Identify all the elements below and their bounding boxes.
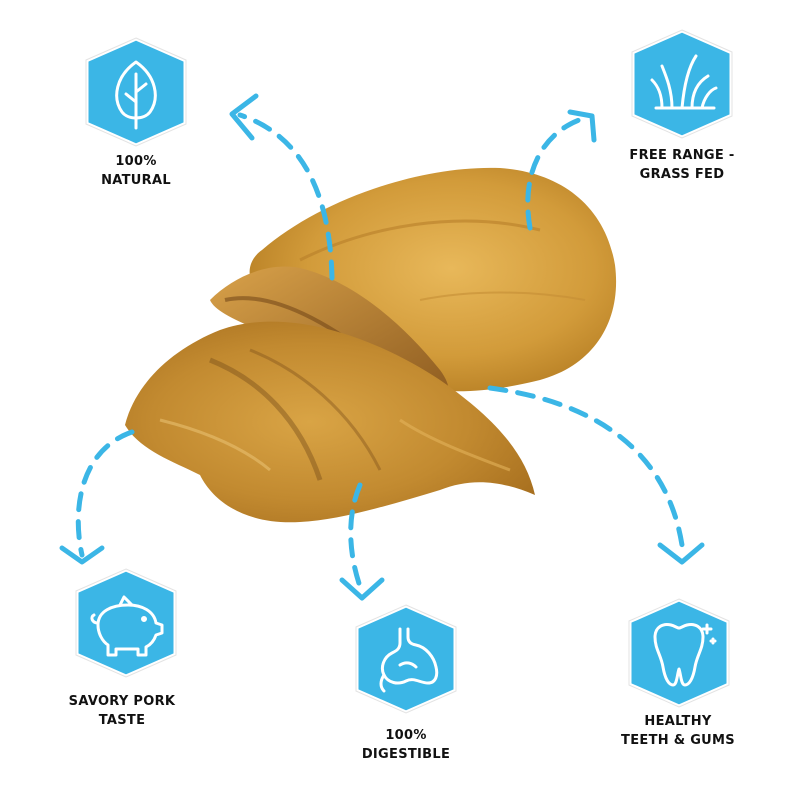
leaf-icon [115,60,157,130]
pig-icon [90,595,164,657]
arrowhead-pork-taste [59,545,105,565]
arrow-to-teeth [487,385,685,548]
natural-label: 100% NATURAL [101,154,171,188]
arrowhead-teeth [657,542,705,565]
stomach-icon [379,627,439,693]
pork-taste-label: SAVORY PORK TASTE [68,694,176,728]
arrowhead-natural [229,93,259,141]
tooth-icon [653,623,717,687]
natural-badge [83,36,189,148]
digestible-badge [353,603,459,715]
teeth-badge [626,597,732,709]
arrowhead-grass-fed [567,109,597,143]
arrowhead-digestible [339,577,385,601]
grass-icon [650,54,718,110]
arrow-to-grass-fed [525,115,588,231]
teeth-label: HEALTHY TEETH & GUMS [621,714,735,748]
arrow-to-pork-taste [75,429,135,558]
grass-fed-label: FREE RANGE - GRASS FED [629,148,735,182]
arrow-to-natural [237,112,335,281]
pork-taste-badge [73,567,179,679]
arrow-to-digestible [348,482,365,595]
grass-fed-badge [629,28,735,140]
digestible-label: 100% DIGESTIBLE [361,728,451,762]
